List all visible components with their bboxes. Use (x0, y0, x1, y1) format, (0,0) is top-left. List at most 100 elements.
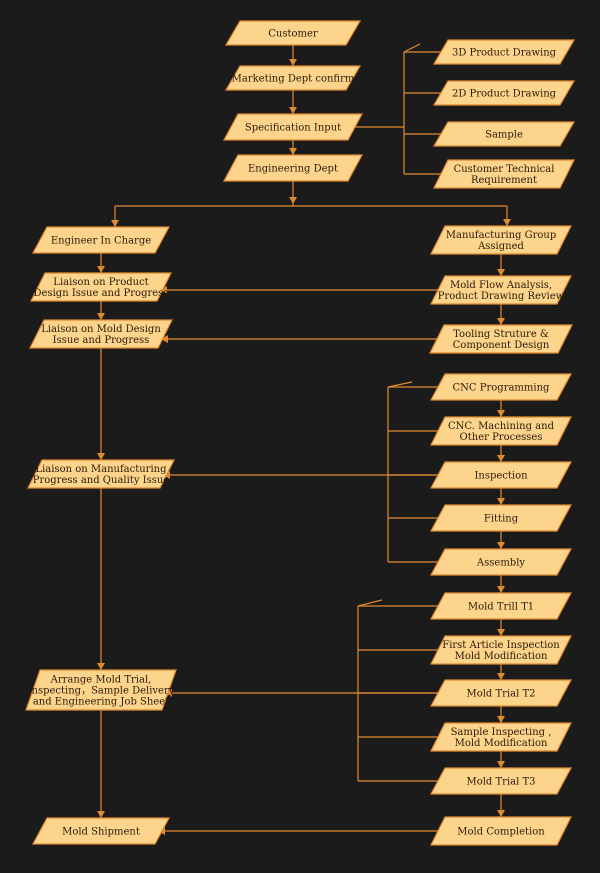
node-trial2: Mold Trial T2 (429, 679, 573, 707)
arrowhead-sample_insp (497, 716, 505, 723)
node-label: Mold Completion (457, 827, 545, 838)
node-shape (31, 817, 171, 845)
node-shape (430, 225, 572, 255)
node-label: Tooling Struture &Component Design (453, 329, 550, 351)
node-label: Mold Trial T3 (466, 777, 535, 788)
node-engdept: Engineering Dept (222, 154, 364, 182)
node-completion: Mold Completion (430, 816, 572, 846)
connectors (100, 43, 508, 832)
node-shape (429, 324, 573, 354)
arrowhead-inspection (497, 455, 505, 462)
node-label: Customer (268, 29, 318, 40)
node-sample-insp: Sample Inspecting ,Mold Modification (430, 722, 572, 752)
node-shape (224, 20, 362, 46)
node-shape (224, 65, 362, 91)
node-shape (432, 121, 576, 147)
node-label: Mold Flow Analysis,Product Drawing Revie… (438, 280, 565, 302)
node-shape (27, 459, 175, 489)
node-shape (30, 272, 172, 302)
arrowhead-tooling (497, 318, 505, 325)
node-drawing3d: 3D Product Drawing (432, 39, 576, 65)
node-shape (432, 80, 576, 106)
node-shape (31, 226, 171, 254)
node-label: 3D Product Drawing (452, 48, 557, 59)
node-fitting: Fitting (429, 504, 573, 532)
arrowhead-liaison_mold (161, 335, 168, 343)
node-label: Sample (485, 130, 523, 141)
arrowhead-liaison_mfg (97, 453, 105, 460)
arrowhead-first_article (497, 629, 505, 636)
node-engineer: Engineer In Charge (31, 226, 171, 254)
arrowhead-liaison_product (160, 286, 167, 294)
node-label: Marketing Dept confirm (232, 74, 355, 85)
node-shape (429, 548, 573, 576)
arrowhead-completion (497, 810, 505, 817)
arrowhead-trial2 (497, 673, 505, 680)
node-shape (429, 461, 573, 489)
node-shape (29, 319, 173, 349)
node-label: Mold Trial T2 (466, 689, 535, 700)
node-label: 2D Product Drawing (452, 89, 557, 100)
node-shape (430, 416, 572, 446)
node-label: Mold Trill T1 (468, 602, 534, 613)
node-label: Mold Shipment (62, 827, 140, 838)
node-label: Fitting (484, 514, 519, 525)
node-arrange: Arrange Mold Trial,Inspecting，Sample Del… (25, 669, 177, 711)
node-shape (430, 635, 572, 665)
node-trial1: Mold Trill T1 (429, 592, 573, 620)
trial-fan-top (357, 599, 383, 607)
node-customer: Customer (224, 20, 362, 46)
arrowhead-shipment (97, 811, 105, 818)
node-tooling: Tooling Struture &Component Design (429, 324, 573, 354)
arrowheads (97, 59, 511, 835)
node-shape (429, 373, 573, 401)
node-trial3: Mold Trial T3 (429, 767, 573, 795)
node-label: CNC Programming (453, 383, 551, 394)
node-moldflow: Mold Flow Analysis,Product Drawing Revie… (430, 275, 572, 305)
arrowhead-assembly (497, 542, 505, 549)
node-label: Sample Inspecting ,Mold Modification (451, 727, 552, 749)
node-cnc-prog: CNC Programming (429, 373, 573, 401)
mfg-fan-top (387, 381, 413, 388)
eng-split-arrow (289, 197, 297, 204)
node-shape (429, 504, 573, 532)
node-shape (432, 39, 576, 65)
arrowhead-spec (289, 107, 297, 114)
arrowhead-marketing (289, 59, 297, 66)
arrowhead-trial3 (497, 761, 505, 768)
node-label: Assembly (476, 558, 525, 569)
arrowhead-mfggroup (503, 219, 511, 226)
node-inspection: Inspection (429, 461, 573, 489)
node-shape (433, 159, 575, 189)
node-shape (430, 722, 572, 752)
arrowhead-trial1 (497, 586, 505, 593)
arrowhead-arrange (97, 663, 105, 670)
node-shape (429, 679, 573, 707)
spec-fan-top (403, 43, 421, 53)
node-shape (25, 669, 177, 711)
arrowhead-liaison_mold (97, 313, 105, 320)
node-shape (222, 154, 364, 182)
node-drawing2d: 2D Product Drawing (432, 80, 576, 106)
node-shape (430, 275, 572, 305)
node-sample: Sample (432, 121, 576, 147)
node-label: Inspection (474, 471, 528, 482)
node-shipment: Mold Shipment (31, 817, 171, 845)
arrowhead-moldflow (497, 269, 505, 276)
arrowhead-engineer (111, 220, 119, 227)
arrowhead-engdept (289, 148, 297, 155)
